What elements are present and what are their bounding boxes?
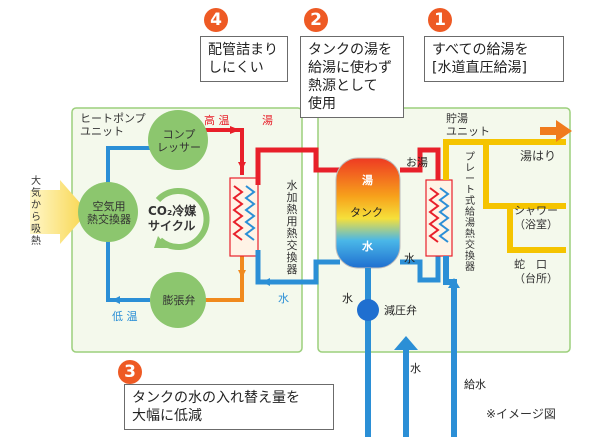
supply-water-arrow	[448, 278, 460, 288]
air-heat-exchanger-node	[78, 182, 138, 242]
output-shower-label: シャワー （浴室）	[514, 204, 558, 231]
valve-water-label: 水	[342, 292, 353, 305]
tank-to-plate-cold	[400, 255, 441, 283]
plate-heat-exchanger-label: プ レ ー ト 式 給 湯 熱 交 換 器	[465, 152, 475, 273]
callout-1-text: すべての給湯を [水道直圧給湯]	[424, 36, 564, 82]
supply-pipe-faucet	[507, 206, 566, 253]
pressure-valve-label: 減圧弁	[384, 304, 417, 317]
callout-badge-3: 3	[118, 360, 142, 384]
low-temp-label: 低 温	[112, 310, 138, 323]
flow-arrow-hot-right	[230, 126, 240, 134]
water-flow-label-1: 水	[278, 292, 289, 305]
storage-unit-title: 貯湯 ユニット	[446, 112, 490, 138]
tank-water-label: 水	[362, 240, 373, 253]
flow-arrow-refrig-down	[238, 162, 246, 170]
flow-arrow-refrig-down2	[238, 270, 246, 278]
supply-pipe-shower	[483, 142, 566, 209]
pressure-reducing-valve	[357, 299, 379, 321]
supply-pipe-main	[443, 139, 566, 180]
water-flow-label-3: 水	[410, 362, 421, 375]
hot-water-in-label: お湯	[406, 156, 428, 169]
callout-badge-2: 2	[304, 8, 328, 32]
tank-hot-label: 湯	[362, 174, 373, 187]
air-intake-arrow	[30, 180, 88, 244]
tank-label: タンク	[350, 206, 383, 219]
flow-arrow-water-left	[262, 278, 270, 286]
hot-flow-label: 湯	[262, 114, 273, 127]
high-temp-label: 高 温	[204, 114, 230, 127]
water-loop-hot	[255, 147, 340, 185]
output-faucet-label: 蛇 口 （台所）	[514, 258, 558, 285]
flow-arrow-low-left	[112, 296, 120, 304]
callout-3-text: タンクの水の入れ替え量を 大幅に低減	[124, 384, 334, 430]
water-heat-exchanger-label: 水 加 熱 用 熱 交 換 器	[286, 179, 298, 276]
inflow-arrow	[394, 336, 418, 350]
callout-2-text: タンクの湯を 給湯に使わず 熱源として 使用	[300, 36, 404, 118]
refrigerant-cycle-arrow	[155, 188, 210, 250]
output-bath-label: 湯はり	[520, 149, 557, 163]
refrigerant-cycle-label: CO₂冷媒 サイクル	[148, 204, 197, 233]
callout-badge-4: 4	[204, 8, 228, 32]
water-flow-label-2: 水	[404, 252, 415, 265]
heat-pump-unit-title: ヒートポンプ ユニット	[80, 112, 146, 138]
compressor-node	[148, 110, 208, 170]
supply-water-label: 給水	[464, 378, 486, 391]
supply-water-pipe	[443, 256, 457, 437]
compressor-label: コンプ レッサー	[157, 128, 201, 154]
water-loop-cold	[255, 250, 340, 285]
air-intake-label: 大 気 か ら 吸 熱	[31, 176, 41, 247]
callout-4-text: 配管詰まり しにくい	[200, 36, 288, 82]
tank-to-plate-hot	[400, 147, 441, 180]
output-arrow	[540, 120, 572, 142]
expansion-valve-label: 膨張弁	[162, 294, 196, 307]
image-note: ※イメージ図	[486, 407, 556, 421]
expansion-valve-node	[150, 272, 206, 328]
air-heat-exchanger-label: 空気用 熱交換器	[87, 200, 131, 226]
callout-badge-1: 1	[428, 8, 452, 32]
